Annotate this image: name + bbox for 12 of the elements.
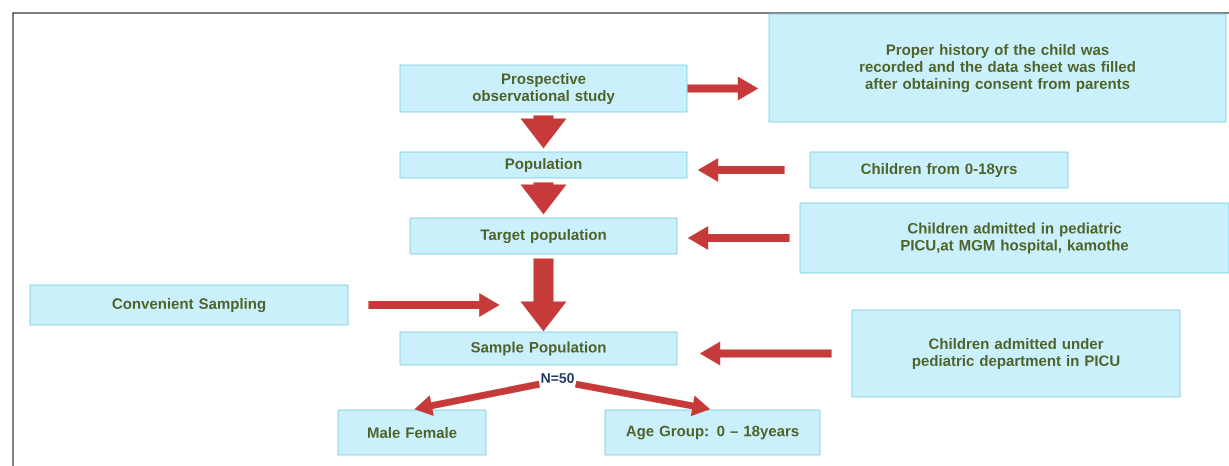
process-box: Children from 0-18yrs — [809, 151, 1069, 189]
process-box: Proper history of the child was recorded and the data sheet was filled after obtaining consent from parents — [768, 13, 1227, 123]
process-box: Sample Population — [399, 331, 678, 366]
process-box: Male Female — [337, 409, 487, 456]
sample-size-text: N=50 — [541, 373, 574, 383]
process-box: Children admitted under pediatric department in PICU — [851, 309, 1181, 398]
process-box: Prospective observational study — [399, 64, 688, 113]
process-box: Age Group: 0 – 18years — [604, 409, 821, 456]
process-box: Convenient Sampling — [29, 284, 349, 326]
process-box: Population — [399, 151, 688, 179]
process-box: Children admitted in pediatric PICU,at MGM hospital, kamothe — [799, 202, 1229, 274]
process-box: Target population — [409, 217, 678, 255]
